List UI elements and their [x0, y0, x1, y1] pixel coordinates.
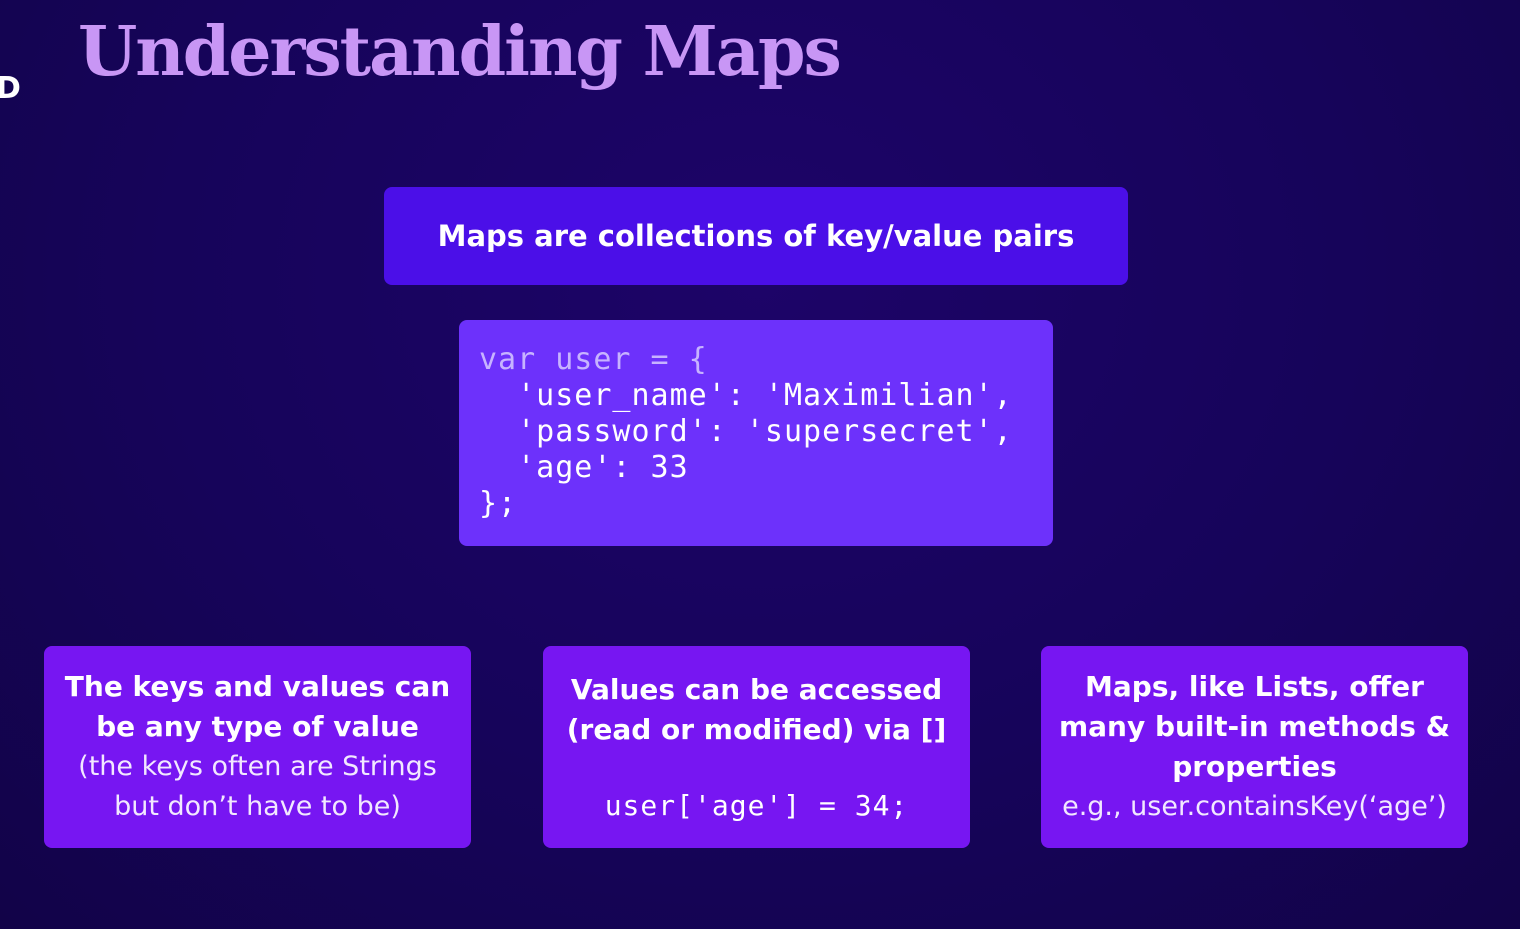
card-heading-line: many built-in methods &: [1058, 710, 1451, 743]
corner-logo: D: [0, 71, 21, 106]
info-card-access: Values can be accessed (read or modified…: [543, 646, 970, 848]
code-line: 'password': 'supersecret',: [479, 414, 1013, 449]
code-line: };: [479, 486, 518, 521]
headline-box: Maps are collections of key/value pairs: [384, 187, 1128, 285]
card-heading-line: properties: [1172, 750, 1337, 783]
code-line: 'user_name': 'Maximilian',: [479, 378, 1013, 413]
code-line: 'age': 33: [479, 450, 689, 485]
card-heading-line: The keys and values can: [64, 670, 451, 703]
card-heading-line: Values can be accessed: [570, 673, 943, 706]
card-code-example: user['age'] = 34;: [604, 789, 909, 822]
slide-title: Understanding Maps: [78, 12, 842, 92]
code-line: var user = {: [479, 342, 708, 377]
card-heading-line: be any type of value: [96, 710, 419, 743]
card-heading-line: (read or modified) via []: [566, 713, 947, 746]
card-heading-line: Maps, like Lists, offer: [1085, 670, 1424, 703]
code-block: var user = { 'user_name': 'Maximilian', …: [459, 320, 1053, 546]
info-card-key-types: The keys and values can be any type of v…: [44, 646, 471, 848]
info-card-methods: Maps, like Lists, offer many built-in me…: [1041, 646, 1468, 848]
card-note-line: e.g., user.containsKey(‘age’): [1062, 791, 1447, 822]
headline-text: Maps are collections of key/value pairs: [437, 219, 1075, 253]
card-note-line: but don’t have to be): [114, 791, 401, 822]
card-note-line: (the keys often are Strings: [78, 751, 437, 782]
